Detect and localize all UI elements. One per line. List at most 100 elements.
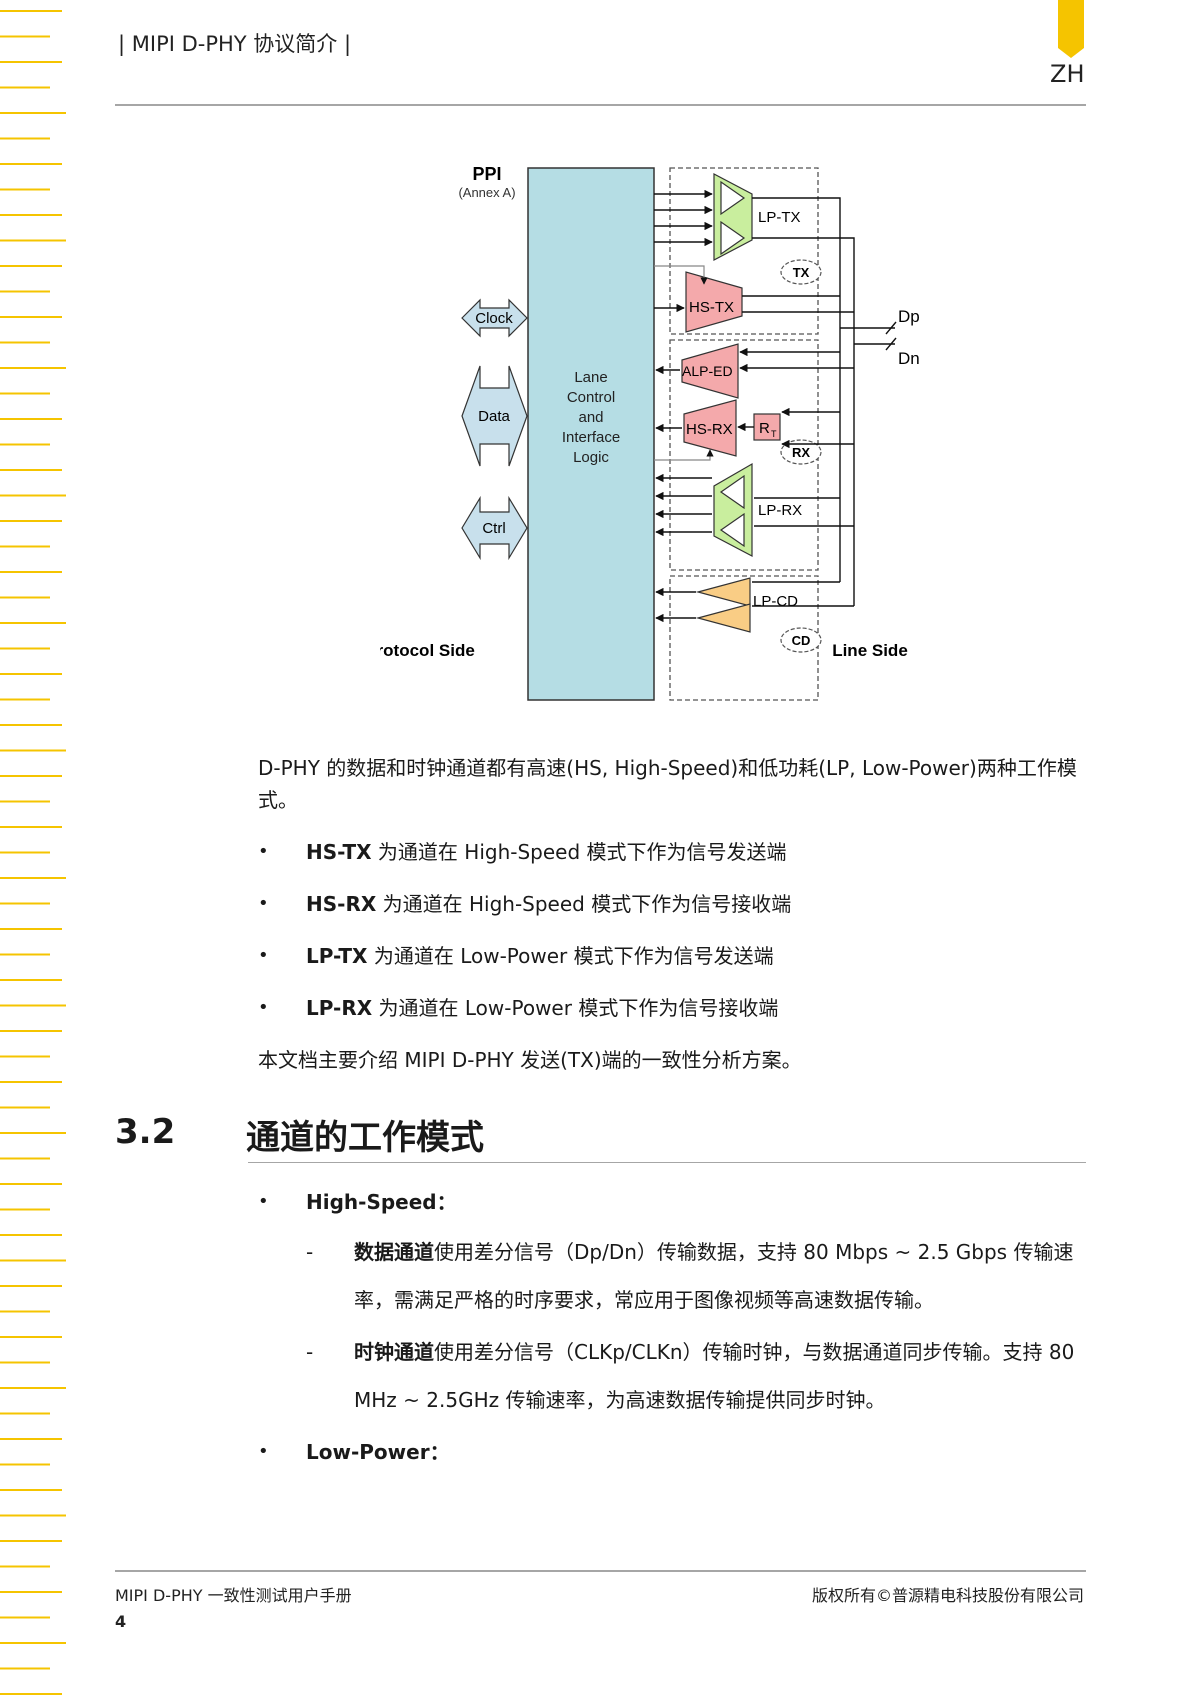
bullet-text: 为通道在 High-Speed 模式下作为信号接收端 — [376, 892, 792, 916]
strip-dash — [0, 826, 62, 828]
strip-dash — [0, 316, 62, 318]
strip-dash — [0, 596, 50, 599]
bullet-term: HS-TX — [306, 840, 372, 864]
strip-dash — [0, 418, 62, 420]
section-title: 通道的工作模式 — [246, 1118, 484, 1158]
strip-dash — [0, 1591, 62, 1593]
strip-dash — [0, 571, 62, 573]
strip-dash — [0, 137, 50, 140]
strip-dash — [0, 953, 50, 956]
strip-dash — [0, 265, 62, 267]
strip-dash — [0, 10, 62, 12]
strip-dash — [0, 1259, 66, 1262]
alp-ed-block — [681, 343, 739, 399]
lane-label-4: Interface — [562, 429, 620, 446]
strip-dash — [0, 188, 50, 191]
strip-dash — [0, 1030, 62, 1032]
footer-manual-title: MIPI D-PHY 一致性测试用户手册 — [115, 1586, 352, 1605]
decorative-left-strip — [0, 10, 66, 1695]
data-lane-text: 使用差分信号（Dp/Dn）传输数据，支持 80 Mbps ~ 2.5 Gbps … — [434, 1240, 1074, 1264]
strip-dash — [0, 1106, 50, 1109]
strip-dash — [0, 341, 50, 344]
lp-rx-label: LP-RX — [758, 502, 802, 519]
bullet-text: 为通道在 Low-Power 模式下作为信号发送端 — [367, 944, 774, 968]
strip-dash — [0, 1234, 62, 1236]
protocol-side-label: Protocol Side — [380, 641, 475, 660]
hs-rx-block — [683, 399, 737, 457]
dash-marker: - — [306, 1340, 314, 1364]
strip-dash — [0, 1157, 50, 1160]
bullet-term: HS-RX — [306, 892, 377, 916]
strip-dash — [0, 35, 50, 38]
bullet-hs-tx: HS-TX 为通道在 High-Speed 模式下作为信号发送端 — [306, 836, 787, 868]
hs-tx-label: HS-TX — [689, 299, 734, 316]
strip-dash — [0, 1004, 66, 1007]
strip-dash — [0, 749, 66, 752]
strip-dash — [0, 1183, 62, 1185]
bullet-dot: • — [258, 1191, 269, 1212]
rt-label: R — [759, 420, 770, 437]
clock-double-arrow — [461, 298, 528, 338]
strip-dash — [0, 800, 50, 803]
bullet-dot: • — [258, 1441, 269, 1462]
strip-dash — [0, 1336, 62, 1338]
strip-dash — [0, 775, 62, 777]
strip-dash — [0, 443, 50, 446]
low-power-heading: Low-Power： — [306, 1440, 450, 1464]
lane-label-3: and — [578, 409, 603, 426]
strip-dash — [0, 239, 66, 242]
cd-label: CD — [792, 633, 811, 648]
rx-dashed-region — [669, 339, 819, 571]
strip-dash — [0, 673, 62, 675]
strip-dash — [0, 1642, 66, 1644]
rx-circle — [780, 439, 822, 465]
lp-rx-block — [713, 462, 753, 557]
tx-dashed-region — [669, 167, 819, 335]
strip-dash — [0, 1489, 62, 1491]
strip-dash — [0, 1616, 50, 1619]
strip-dash — [0, 86, 50, 89]
strip-dash — [0, 1463, 50, 1466]
strip-dash — [0, 1412, 50, 1415]
strip-dash — [0, 647, 50, 650]
data-lane-term: 数据通道 — [354, 1240, 434, 1264]
bullet-text: 为通道在 Low-Power 模式下作为信号接收端 — [372, 996, 779, 1020]
lp-cd-block-top — [695, 577, 751, 607]
bullet-dot: • — [258, 945, 269, 966]
bullet-hs-rx: HS-RX 为通道在 High-Speed 模式下作为信号接收端 — [306, 888, 791, 920]
strip-dash — [0, 520, 62, 522]
section-rule — [248, 1162, 1086, 1163]
data-double-arrow — [461, 365, 528, 467]
lp-tx-block — [713, 173, 753, 261]
strip-dash — [0, 1540, 62, 1542]
strip-dash — [0, 1565, 50, 1568]
strip-dash — [0, 622, 66, 624]
language-tag: ZH — [1050, 60, 1085, 88]
header-rule — [115, 104, 1086, 106]
strip-dash — [0, 214, 62, 216]
lane-label-1: Lane — [574, 369, 607, 386]
footer-rule — [115, 1570, 1086, 1572]
lane-label-5: Logic — [573, 449, 609, 466]
strip-dash — [0, 1667, 50, 1670]
line-side-label: Line Side — [832, 641, 908, 660]
strip-dash — [0, 494, 66, 497]
hs-tx-block — [685, 271, 743, 333]
page-number: 4 — [115, 1612, 127, 1631]
strip-dash — [0, 163, 62, 165]
strip-dash — [0, 1361, 50, 1364]
dash-marker: - — [306, 1240, 314, 1264]
strip-dash — [0, 290, 50, 293]
strip-dash — [0, 1132, 66, 1134]
strip-dash — [0, 902, 50, 905]
data-lane-line-1: 数据通道使用差分信号（Dp/Dn）传输数据，支持 80 Mbps ~ 2.5 G… — [354, 1236, 1073, 1268]
tx-circle — [780, 259, 822, 285]
data-label: Data — [478, 408, 510, 425]
bullet-dot: • — [258, 841, 269, 862]
bullet-lp-tx: LP-TX 为通道在 Low-Power 模式下作为信号发送端 — [306, 940, 774, 972]
lane-label-2: Control — [567, 389, 615, 406]
lp-cd-label: LP-CD — [753, 593, 798, 610]
summary-text: 本文档主要介绍 MIPI D-PHY 发送(TX)端的一致性分析方案。 — [258, 1048, 802, 1072]
clock-lane-line-2: MHz ~ 2.5GHz 传输速率，为高速数据传输提供同步时钟。 — [354, 1388, 886, 1412]
high-speed-heading: High-Speed： — [306, 1190, 457, 1214]
